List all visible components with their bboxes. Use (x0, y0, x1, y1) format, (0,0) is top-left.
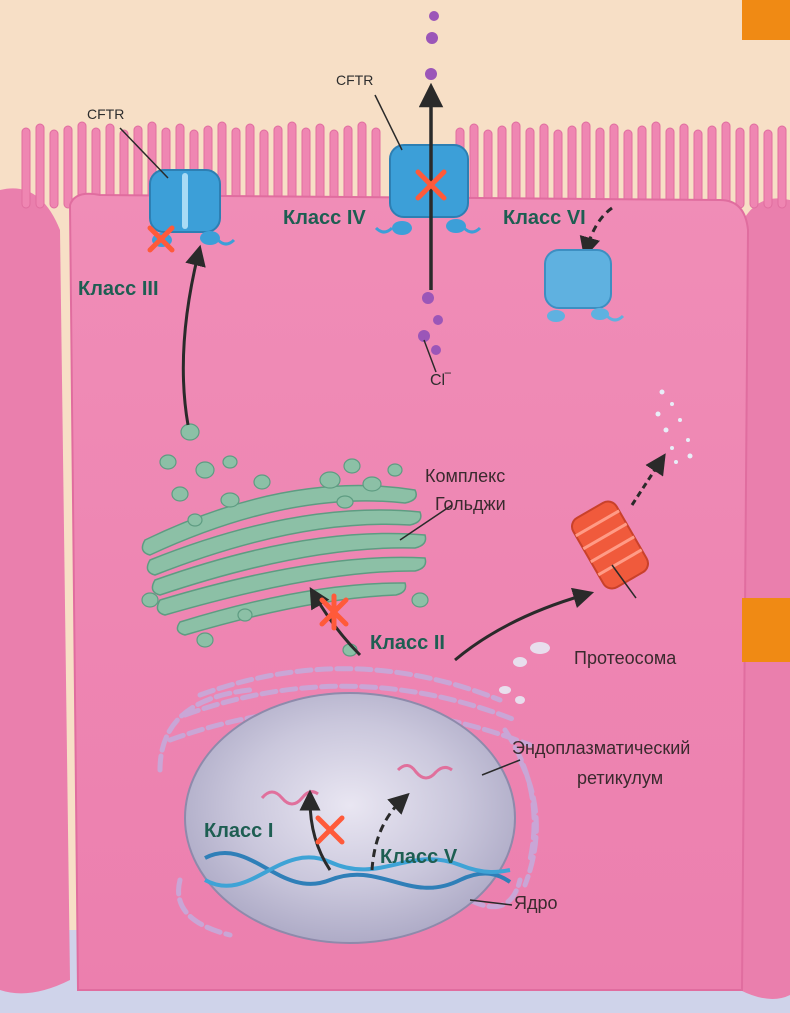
label-golgi-line1: Комплекс (425, 466, 505, 487)
label-nucleus: Ядро (514, 893, 558, 914)
label-class-vi: Класс VI (503, 207, 586, 230)
neighbor-cell-left (0, 188, 70, 993)
label-cftr-center: CFTR (336, 72, 373, 88)
nucleus (185, 693, 515, 943)
label-er-line1: Эндоплазматический (512, 738, 690, 759)
label-chloride: Cl‾ (430, 372, 450, 390)
label-class-iv: Класс IV (283, 207, 366, 230)
accent-square-mid (742, 598, 790, 662)
label-cftr-left: CFTR (87, 106, 124, 122)
label-class-ii: Класс II (370, 632, 445, 655)
label-er-line2: ретикулум (577, 768, 663, 789)
label-golgi-line2: Гольджи (435, 494, 506, 515)
label-class-v: Класс V (380, 846, 457, 869)
accent-square-top (742, 0, 790, 40)
label-class-i: Класс I (204, 820, 273, 843)
label-proteasome: Протеосома (574, 648, 676, 669)
label-class-iii: Класс III (78, 278, 159, 301)
